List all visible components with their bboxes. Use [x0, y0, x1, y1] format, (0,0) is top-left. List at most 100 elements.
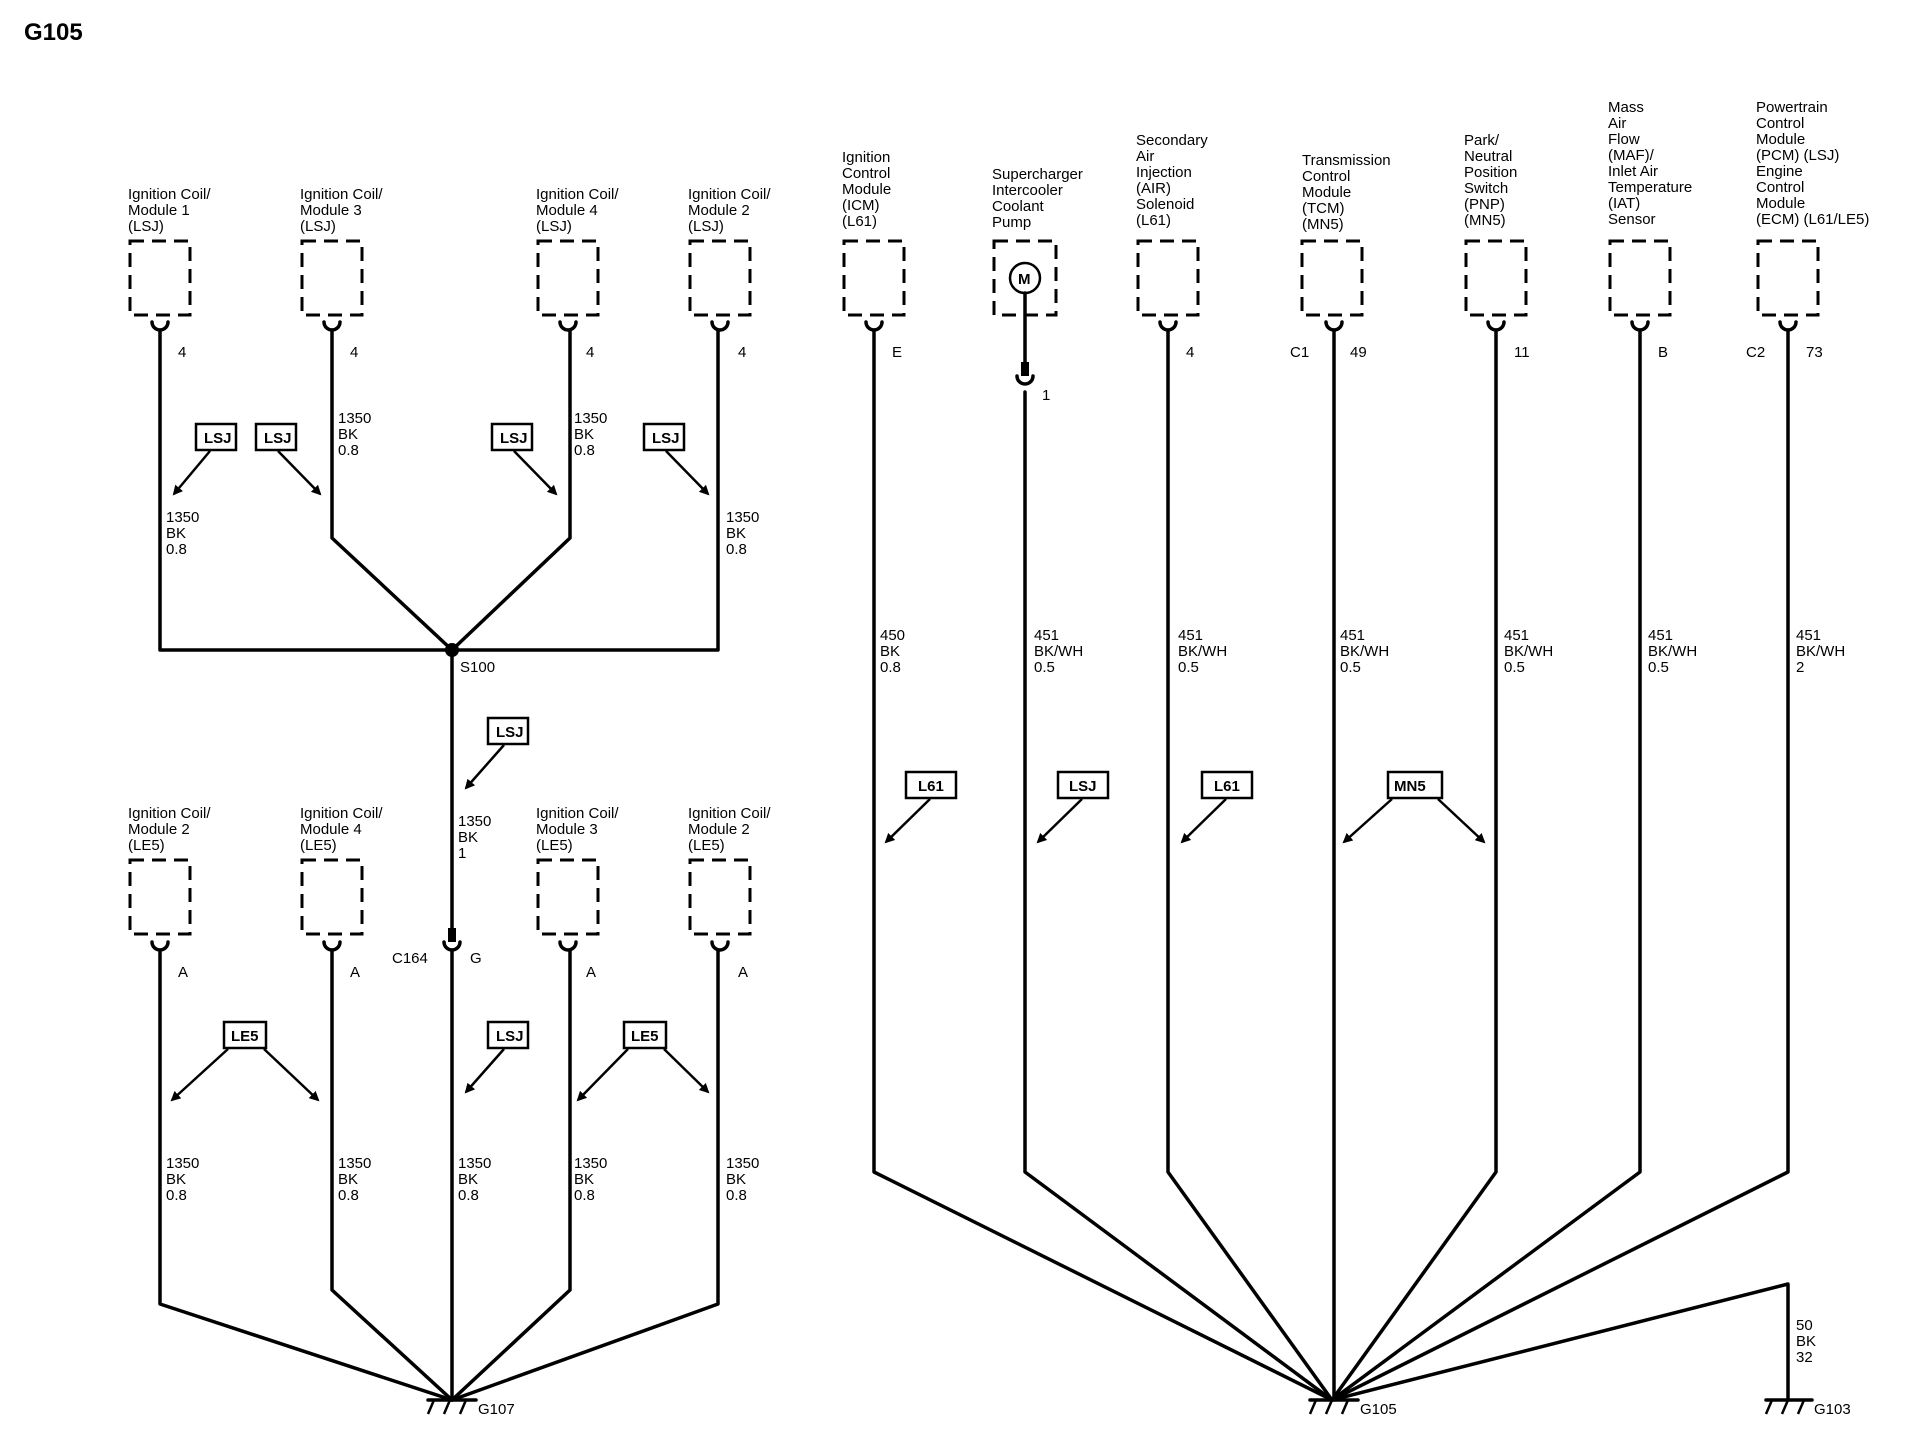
wire-gauge: 1	[458, 845, 466, 862]
component-box	[1136, 239, 1200, 317]
component-box	[536, 239, 600, 317]
component-box	[128, 858, 192, 936]
wire-gauge: 0.8	[574, 1187, 595, 1204]
component-label-line: Park/	[1464, 132, 1500, 149]
wire-to-g107	[158, 948, 454, 1402]
svg-text:451 BK/WH 0.5: 451 BK/WH 0.5	[1340, 627, 1393, 676]
component-label-line: (LSJ)	[300, 218, 336, 235]
wire-color: BK	[880, 643, 900, 660]
component-label-line: (MAF)/	[1608, 147, 1655, 164]
svg-text:Ignition Coil/ Module: Ignition Coil/ Module 1 (LSJ)	[128, 186, 215, 235]
svg-text:LSJ: LSJ	[500, 430, 528, 447]
wire-circuit: 451	[1340, 627, 1365, 644]
svg-text:Ignition Coil/ Module: Ignition Coil/ Module 3 (LE5)	[536, 805, 623, 854]
wire-gauge: 0.5	[1340, 659, 1361, 676]
svg-text:1350 BK 0.8: 1350 BK 0.8	[166, 509, 204, 558]
wire-g105-to-g103	[1330, 1282, 1790, 1402]
wire-color: BK/WH	[1340, 643, 1389, 660]
wire-color: BK/WH	[1648, 643, 1697, 660]
wire-gauge: 32	[1796, 1349, 1813, 1366]
wire-circuit: 1350	[338, 1155, 371, 1172]
svg-text:Park/ Neutral: Park/ Neutral Position Switch (PNP) (MN5…	[1464, 132, 1522, 229]
splice-label: S100	[460, 659, 495, 676]
wire-color: BK	[458, 1171, 478, 1188]
component-label-line: Control	[1756, 115, 1804, 132]
wire-gauge: 0.8	[338, 442, 359, 459]
option-tag-lsj: LSJ	[464, 716, 530, 790]
wire-gauge: 0.8	[458, 1187, 479, 1204]
wire-color: BK	[338, 1171, 358, 1188]
connector-terminal	[710, 320, 730, 332]
pin-label: A	[350, 964, 360, 981]
component-box	[842, 239, 906, 317]
svg-text:451 BK/WH 0.5: 451 BK/WH 0.5	[1648, 627, 1701, 676]
svg-text:Ignition Coil/ Module: Ignition Coil/ Module 3 (LSJ)	[300, 186, 387, 235]
component-label-line: Module 2	[688, 821, 750, 838]
svg-text:1350 BK 0.8: 1350 BK 0.8	[338, 1155, 376, 1204]
pin-label: E	[892, 344, 902, 361]
svg-text:LE5: LE5	[631, 1028, 659, 1045]
component-ignition-coil-4-lsj: Ignition Coil/ Module 4 (LSJ) 4 1350 BK …	[536, 186, 623, 459]
connector-pin-label: G	[470, 950, 482, 967]
component-box	[1464, 239, 1528, 317]
component-label-line: (MN5)	[1302, 216, 1344, 233]
component-label-line: (LE5)	[536, 837, 573, 854]
pin-label: A	[738, 964, 748, 981]
component-label-line: (MN5)	[1464, 212, 1506, 229]
wire-gauge: 0.8	[338, 1187, 359, 1204]
component-label-line: Solenoid	[1136, 196, 1194, 213]
svg-text:Ignition Coil/ Module: Ignition Coil/ Module 4 (LE5)	[300, 805, 387, 854]
component-label-line: Control	[842, 165, 890, 182]
svg-text:451 BK/WH 0.5: 451 BK/WH 0.5	[1178, 627, 1231, 676]
option-tag-lsj: LSJ	[490, 422, 558, 496]
wire-gauge: 0.5	[1648, 659, 1669, 676]
wire-circuit: 1350	[726, 509, 759, 526]
wire-to-g105	[1330, 328, 1790, 1402]
component-label-line: Module 1	[128, 202, 190, 219]
component-box	[1756, 239, 1820, 317]
component-label-line: Secondary	[1136, 132, 1208, 149]
pin-label: 4	[738, 344, 746, 361]
component-label-line: Module 3	[300, 202, 362, 219]
pin-label: 4	[1186, 344, 1194, 361]
option-tag-lsj: LSJ	[254, 422, 322, 496]
wire-circuit: 1350	[574, 410, 607, 427]
svg-text:LSJ: LSJ	[496, 724, 524, 741]
component-label-line: Ignition Coil/	[128, 186, 211, 203]
wire-to-g107	[450, 948, 572, 1402]
component-secondary-air-solenoid: Secondary Air Injection (AIR) Solenoid (…	[1136, 132, 1254, 844]
component-label-line: Flow	[1608, 131, 1640, 148]
option-tag-lsj: LSJ	[642, 422, 710, 496]
wire-gauge: 0.5	[1504, 659, 1525, 676]
component-label-line: Module 4	[300, 821, 362, 838]
wire-color: BK/WH	[1034, 643, 1083, 660]
svg-text:1350 BK 0.8: 1350 BK 0.8	[458, 1155, 496, 1204]
wire-color: BK	[726, 1171, 746, 1188]
wire-color: BK	[574, 1171, 594, 1188]
connector-name: C164	[392, 950, 428, 967]
svg-text:Transmission Control: Transmission Control Module (TCM) (MN5)	[1302, 152, 1395, 233]
wire-color: BK	[574, 426, 594, 443]
component-label-line: Transmission	[1302, 152, 1391, 169]
pin-label: 1	[1042, 387, 1050, 404]
option-tag-lsj: LSJ	[1036, 770, 1110, 844]
component-label-line: (LSJ)	[688, 218, 724, 235]
component-label-line: Neutral	[1464, 148, 1512, 165]
option-tag-lsj: LSJ	[464, 1020, 530, 1094]
wire-circuit: 1350	[166, 1155, 199, 1172]
wire-color: BK	[166, 525, 186, 542]
component-label-line: (AIR)	[1136, 180, 1171, 197]
svg-text:Mass Air Flow: Mass Air Flow (MAF)/ Inlet Air Temperatu…	[1608, 99, 1696, 228]
component-label-line: Ignition Coil/	[536, 186, 619, 203]
component-box	[1300, 239, 1364, 317]
option-tag-le5: LE5	[576, 1020, 710, 1102]
pin-label: 4	[350, 344, 358, 361]
pin-label: A	[586, 964, 596, 981]
svg-text:Ignition Coil/ Module: Ignition Coil/ Module 4 (LSJ)	[536, 186, 623, 235]
wire-circuit: 451	[1648, 627, 1673, 644]
component-tcm: Transmission Control Module (TCM) (MN5) …	[1290, 152, 1486, 844]
ground-label: G105	[1360, 1401, 1397, 1418]
component-label-line: Module	[1756, 195, 1805, 212]
wire-circuit: 1350	[458, 1155, 491, 1172]
